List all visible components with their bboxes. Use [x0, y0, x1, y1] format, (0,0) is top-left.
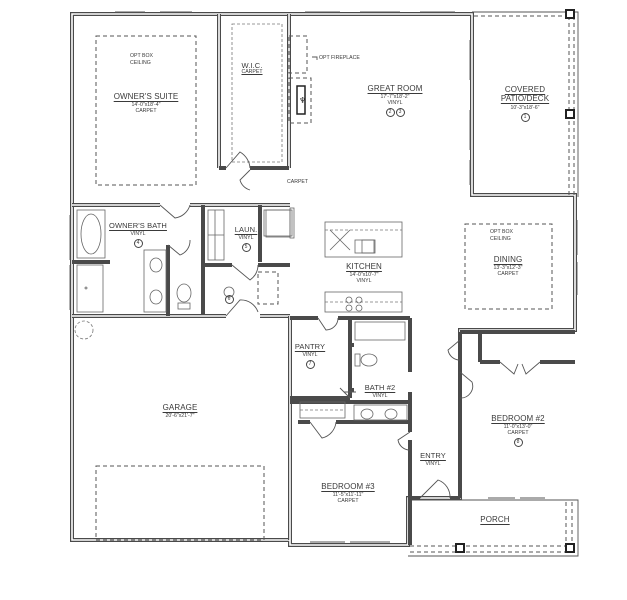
room-flooring: CARPET — [497, 270, 519, 277]
owners-bath-fixtures — [76, 209, 192, 313]
option-badge: 7 — [305, 360, 315, 370]
room-name-line2: PATIO/DECK — [500, 94, 550, 104]
room-dimensions: 20'-6"x21'-7" — [165, 413, 195, 420]
room-flooring: CARPET — [241, 68, 263, 75]
room-name: OWNER'S SUITE — [113, 92, 179, 101]
room-dimensions: 13'-3"x12'-3" — [493, 265, 523, 272]
dashed-outlines — [95, 23, 553, 541]
note-line: CEILING — [490, 235, 511, 242]
room-name: ENTRY — [420, 451, 446, 460]
room-label-great-room: GREAT ROOM 17'-7"x18'-2" VINYL 2 3 — [345, 84, 445, 118]
room-dimensions: 11'-0"x13'-0" — [503, 424, 533, 431]
kitchen-fixtures — [324, 221, 403, 313]
room-name: W.I.C. — [241, 61, 263, 70]
room-flooring: VINYL — [372, 392, 388, 399]
room-label-porch: PORCH — [470, 515, 520, 524]
room-label-kitchen: KITCHEN 14'-0"x10'-7" VINYL — [334, 262, 394, 284]
room-label-bedroom-3: BEDROOM #3 11'-5"x11'-11" CARPET — [313, 482, 383, 504]
room-name: BEDROOM #3 — [321, 482, 375, 491]
room-label-bedroom-2: BEDROOM #2 11'-0"x13'-0" CARPET 8 — [483, 414, 553, 448]
option-badge: 5 — [241, 243, 251, 253]
room-dimensions: 14'-0"x10'-7" — [349, 272, 379, 279]
option-badge: 4 — [133, 239, 143, 249]
room-label-laundry: LAUN. VINYL 5 — [230, 225, 262, 253]
room-flooring: VINYL — [387, 99, 403, 106]
note-owners-box-ceiling: OPT BOX CEILING — [130, 53, 153, 66]
note-line: OPT BOX — [490, 229, 513, 235]
room-name: LAUN. — [234, 225, 258, 234]
room-name-line1: COVERED — [504, 85, 546, 94]
doors — [159, 151, 541, 499]
room-flooring: VINYL — [425, 460, 441, 467]
room-dimensions: 10'-3"x18'-6" — [510, 104, 540, 111]
room-name: BATH #2 — [364, 383, 396, 392]
room-label-pantry: PANTRY VINYL 7 — [292, 342, 328, 370]
note-hall-carpet: CARPET — [287, 179, 309, 185]
room-label-entry: ENTRY VINYL — [418, 452, 448, 467]
note-opt-fireplace: OPT FIREPLACE — [319, 55, 360, 61]
note-dining-box-ceiling: OPT BOX CEILING — [490, 229, 513, 242]
note-line: OPT BOX — [130, 53, 153, 59]
room-name: KITCHEN — [346, 262, 382, 271]
room-flooring: CARPET — [135, 107, 157, 114]
room-flooring: VINYL — [130, 230, 146, 237]
room-name: PORCH — [480, 515, 510, 524]
room-label-owners-suite: OWNER'S SUITE 14'-0"x18'-4" CARPET — [100, 92, 192, 114]
water-heater-symbol — [74, 320, 94, 340]
note-line: CEILING — [130, 59, 151, 66]
windows — [69, 11, 578, 543]
room-flooring: VINYL — [356, 277, 372, 284]
svg-text:♆: ♆ — [299, 96, 306, 105]
fireplace-symbol: ♆ — [288, 35, 318, 124]
option-badge: 2 — [385, 108, 395, 118]
room-name: GREAT ROOM — [367, 84, 423, 93]
room-name: GARAGE — [162, 403, 198, 412]
option-badge: 1 — [520, 113, 530, 123]
porch-outline — [408, 499, 579, 557]
option-badge: 8 — [513, 438, 523, 448]
room-flooring: VINYL — [238, 234, 254, 241]
room-dimensions: 17'-7"x18'-2" — [380, 94, 410, 101]
room-flooring: CARPET — [337, 497, 359, 504]
room-label-covered-patio: COVERED PATIO/DECK 10'-3"x18'-6" 1 — [490, 85, 560, 123]
mudroom-badge: 6 — [223, 288, 235, 305]
room-name: DINING — [493, 255, 523, 264]
room-flooring: CARPET — [507, 429, 529, 436]
room-label-dining: DINING 13'-3"x12'-3" CARPET — [478, 255, 538, 277]
room-dimensions: 14'-0"x18'-4" — [131, 102, 161, 109]
option-badge: 3 — [395, 108, 405, 118]
room-label-owners-bath: OWNER'S BATH VINYL 4 — [108, 221, 168, 249]
room-dimensions: 11'-5"x11'-11" — [332, 492, 364, 499]
room-flooring: VINYL — [302, 351, 318, 358]
room-name: PANTRY — [294, 342, 326, 351]
room-label-garage: GARAGE 20'-6"x21'-7" — [150, 403, 210, 420]
room-label-bath-2: BATH #2 VINYL — [358, 384, 402, 399]
room-label-wic: W.I.C. CARPET — [232, 62, 272, 75]
option-badge: 6 — [224, 295, 234, 304]
covered-patio-outline — [472, 9, 579, 197]
bath2-fixtures — [299, 321, 408, 421]
room-name: OWNER'S BATH — [109, 221, 167, 230]
room-name: BEDROOM #2 — [491, 414, 545, 423]
